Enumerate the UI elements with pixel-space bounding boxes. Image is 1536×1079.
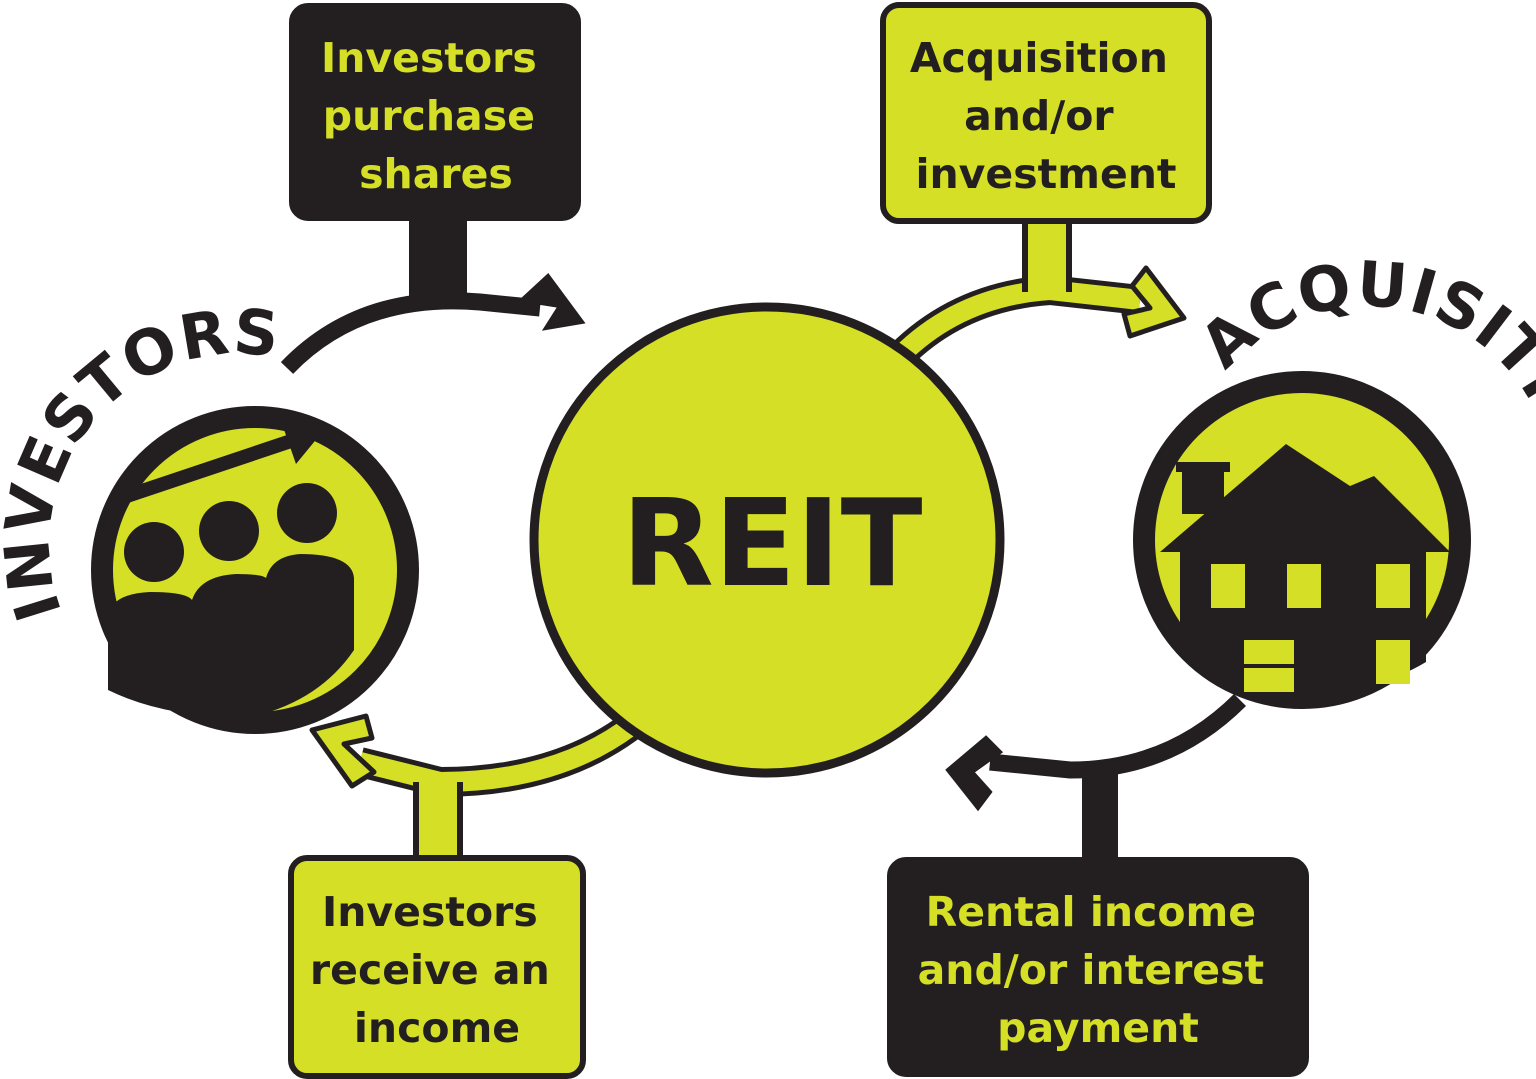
box-rental-line-3: payment bbox=[997, 1004, 1199, 1052]
investors-node: INVESTORS bbox=[0, 295, 419, 734]
acquisition-node: ACQUISITION bbox=[1133, 247, 1536, 709]
box-acquire-line-2: and/or bbox=[964, 92, 1114, 140]
box-purchase-line-1: Investors bbox=[321, 34, 537, 82]
arrow-head-reit-to-acquisition bbox=[1121, 265, 1187, 339]
box-acquire-line-1: Acquisition bbox=[910, 34, 1168, 82]
box-purchase-line-3: shares bbox=[359, 150, 513, 198]
box-acquisition-investment: Acquisition and/or investment bbox=[880, 2, 1212, 224]
flow-reit-to-acquisition bbox=[889, 218, 1142, 367]
reit-label: REIT bbox=[622, 475, 923, 614]
box-rental-line-1: Rental income bbox=[926, 888, 1256, 936]
house-icon bbox=[1160, 444, 1450, 698]
flow-reit-to-investors bbox=[356, 710, 646, 866]
svg-text:Investors receive an: Investors receive an income bbox=[310, 888, 564, 1052]
flow-acquisition-to-reit bbox=[989, 693, 1247, 870]
box-income-line-1: Investors bbox=[322, 888, 538, 936]
box-purchase-line-2: purchase bbox=[323, 92, 535, 140]
box-acquire-line-3: investment bbox=[915, 150, 1176, 198]
box-income-line-2: receive an bbox=[310, 946, 550, 994]
box-rental-line-2: and/or interest bbox=[918, 946, 1265, 994]
box-investors-receive-income: Investors receive an income bbox=[288, 855, 586, 1079]
svg-text:Investors purchase: Investors purchase shares bbox=[321, 34, 551, 198]
people-growth-icon bbox=[108, 418, 354, 717]
box-rental-income: Rental income and/or interest payment bbox=[887, 857, 1309, 1077]
box-income-line-3: income bbox=[354, 1004, 520, 1052]
svg-text:Rental income and/or int: Rental income and/or interest payment bbox=[918, 888, 1279, 1052]
svg-text:Acquisition and/or: Acquisition and/or investment bbox=[910, 34, 1182, 198]
box-investors-purchase-shares: Investors purchase shares bbox=[289, 3, 581, 221]
arrow-head-investors-to-reit bbox=[517, 273, 586, 331]
arrow-head-acquisition-to-reit bbox=[945, 735, 1004, 812]
arrow-head-reit-to-investors bbox=[309, 713, 377, 789]
reit-node: REIT bbox=[529, 302, 1005, 778]
